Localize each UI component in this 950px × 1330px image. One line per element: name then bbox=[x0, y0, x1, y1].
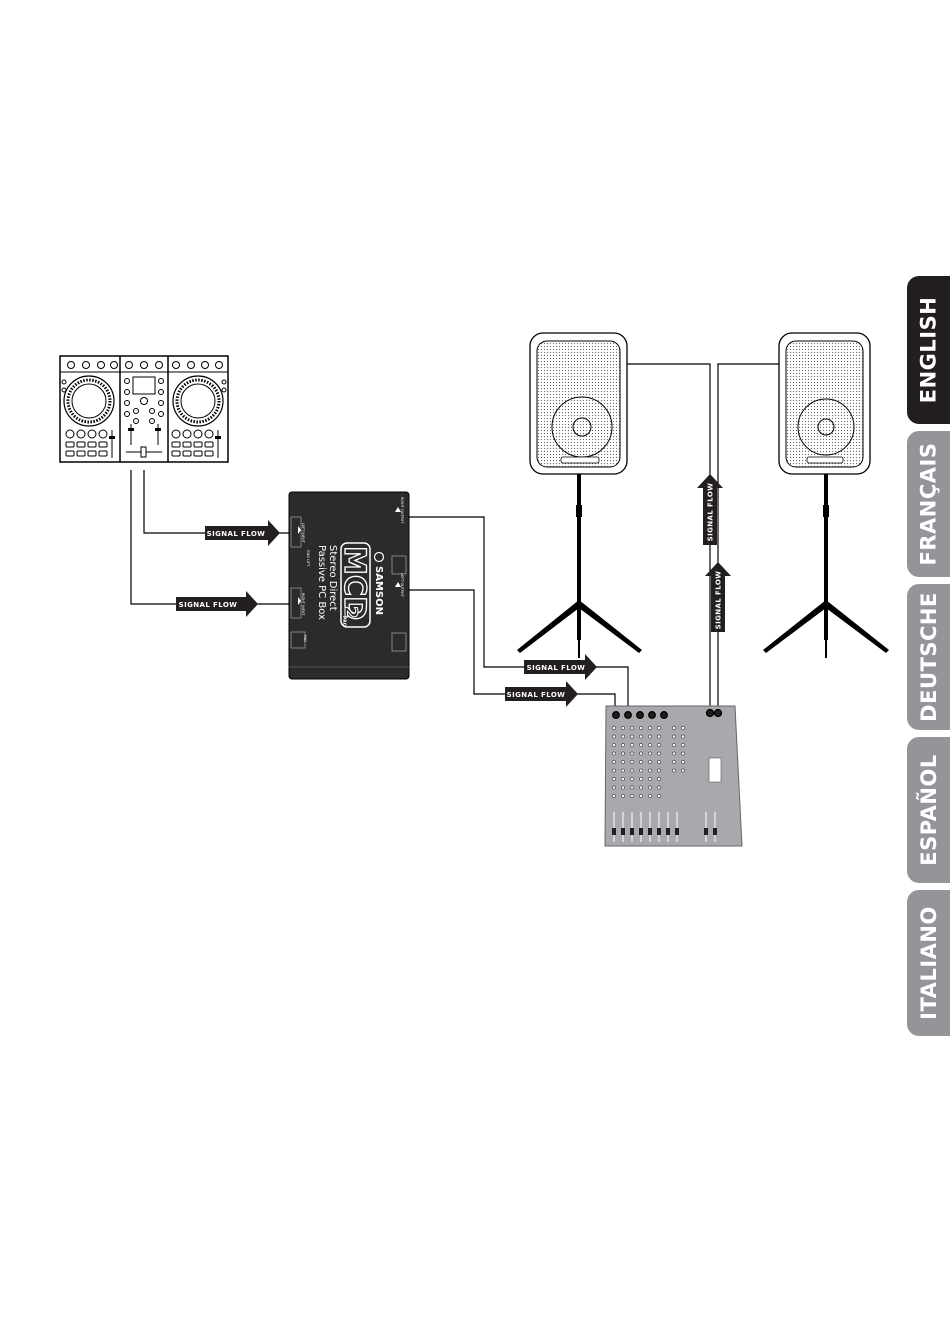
left-output-label: LEFT OUTPUT bbox=[400, 573, 404, 597]
signal-flow-arrow-5: SIGNAL FLOW bbox=[697, 474, 723, 545]
left-speaker bbox=[517, 333, 642, 658]
tab-english[interactable]: ENGLISH bbox=[907, 276, 950, 424]
right-output-label: RIGHT OUTPUT bbox=[400, 497, 404, 524]
model-suffix: PRO bbox=[341, 616, 347, 627]
signal-flow-arrow-2: SIGNAL FLOW bbox=[176, 591, 258, 617]
signal-flow-arrow-4: SIGNAL FLOW bbox=[505, 681, 578, 707]
right-speaker bbox=[763, 333, 889, 658]
tab-deutsche[interactable]: DEUTSCHE bbox=[907, 584, 950, 730]
right-jog-wheel-icon bbox=[173, 376, 223, 426]
pad-label: PAD bbox=[303, 635, 307, 642]
box-line-1: Stereo Direct bbox=[327, 545, 338, 611]
dj-controller bbox=[60, 356, 228, 462]
signal-flow-arrow-6: SIGNAL FLOW bbox=[705, 562, 731, 632]
signal-flow-label: SIGNAL FLOW bbox=[179, 601, 238, 609]
signal-flow-label: SIGNAL FLOW bbox=[507, 691, 566, 699]
signal-flow-label: SIGNAL FLOW bbox=[715, 571, 723, 630]
left-input-label: LEFT INPUT bbox=[301, 523, 305, 544]
direct-box: RIGHT OUTPUT LEFT OUTPUT LEFT INPUT RIGH… bbox=[289, 492, 409, 679]
signal-flow-arrow-1: SIGNAL FLOW bbox=[205, 520, 280, 546]
right-input-label: RIGHT INPUT bbox=[301, 593, 305, 616]
tab-italiano[interactable]: ITALIANO bbox=[907, 890, 950, 1036]
box-line-2: Passive PC Box bbox=[316, 545, 327, 620]
brand-logo: SAMSON bbox=[373, 566, 384, 615]
mixer bbox=[605, 706, 742, 846]
signal-flow-label: SIGNAL FLOW bbox=[527, 664, 586, 672]
left-jog-wheel-icon bbox=[64, 376, 114, 426]
tab-francais[interactable]: FRANÇAIS bbox=[907, 431, 950, 577]
signal-flow-label: SIGNAL FLOW bbox=[707, 483, 715, 542]
ground-label: GND LIFT bbox=[306, 550, 310, 567]
signal-flow-label: SIGNAL FLOW bbox=[207, 530, 266, 538]
signal-flow-arrow-3: SIGNAL FLOW bbox=[524, 654, 597, 680]
tab-espanol[interactable]: ESPAÑOL bbox=[907, 737, 950, 883]
